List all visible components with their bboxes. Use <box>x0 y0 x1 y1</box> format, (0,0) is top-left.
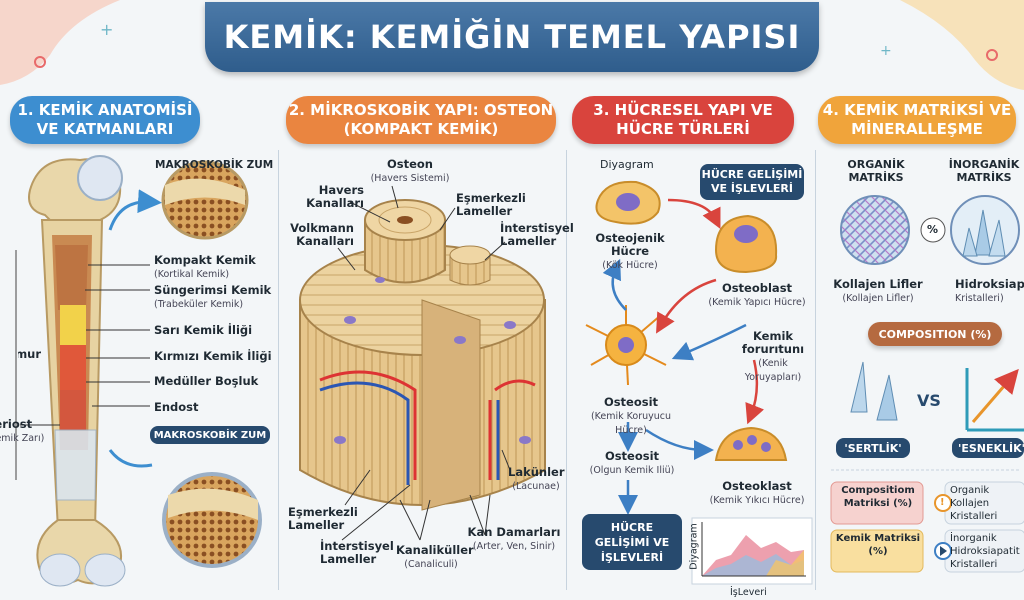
right-box-2: İnorganik Hidroksiapatit Kristalleri <box>950 533 1020 570</box>
esneklik-badge: 'ESNEKLİK' <box>952 438 1024 458</box>
osteosit-label-2: Osteosit(Olgun Kemik Iliü) <box>589 449 675 477</box>
corner-decoration-left: + <box>0 0 120 85</box>
periost-label: Periost(Kemik Zarı) <box>0 417 45 445</box>
bang-icon: ! <box>940 497 945 508</box>
layer-spongy: Süngerimsi Kemik(Trabeküler Kemik) <box>154 283 272 311</box>
kemik-forurıtunı-label: Kemik forurıtunı(Kenik Yoruyapları) <box>741 329 805 384</box>
layer-medullary: Medüller Boşluk <box>154 374 259 388</box>
section-4-header: 4. KEMİK MATRİKSİ VE MİNERALLEŞME <box>818 96 1016 144</box>
diyagram-label: Diyagram <box>600 158 654 171</box>
osteoklast-label: Osteoklast(Kemik Yıkıcı Hücre) <box>709 479 805 507</box>
layer-compact: Kompakt Kemik(Kortikal Kemik) <box>154 253 256 281</box>
zoom-bottom-label: MAKROSKOBİK ZUM <box>150 426 270 444</box>
section-1-header: 1. KEMİK ANATOMİSİ VE KATMANLARI <box>10 96 200 144</box>
kanalikuller-label: Kanaliküller(Canaliculi) <box>396 543 474 571</box>
kan-damarlari-label: Kan Damarları(Arter, Ven, Sinir) <box>467 525 561 553</box>
esmerkezli-top-label: Eşmerkezli Lameller <box>456 191 526 218</box>
zoom-top-label: MAKROSKOBİK ZUM <box>155 159 274 171</box>
matrix-box-2: Kemik Matriksi (%) <box>835 533 921 557</box>
matrix-illustration <box>830 195 1024 573</box>
layer-red-marrow: Kırmızı Kemik İliği <box>154 349 272 363</box>
esmerkezli-bottom-label: Eşmerkezli Lameller <box>288 505 358 532</box>
interstisyel-top-label: İnterstisyel Lameller <box>500 221 574 248</box>
layer-endost: Endost <box>154 400 199 414</box>
cell-functions-box-top[interactable]: HÜCRE GELİŞİMİ VE İŞLEVLERİ <box>700 164 804 200</box>
composition-pill: COMPOSITION (%) <box>868 322 1002 346</box>
osteosit-label-1: Osteosit(Kemik Koruyucu Hücre) <box>590 395 672 437</box>
right-box-1: Organik Kollajen Kristalleri <box>950 485 998 522</box>
page-title: KEMİK: KEMİĞİN TEMEL YAPISI <box>223 18 801 56</box>
section-3-header: 3. HÜCRESEL YAPI VE HÜCRE TÜRLERİ <box>572 96 794 144</box>
volkmann-label: Volkmann Kanalları <box>290 221 354 248</box>
interstisyel-bottom-label: İnterstisyel Lameller <box>320 539 394 566</box>
divider-2 <box>566 150 567 590</box>
osteojenik-label: Osteojenik Hücre(Kök Hücre) <box>595 231 665 272</box>
kollajen-label: Kollajen Lifler(Kollajen Lifler) <box>833 277 923 305</box>
divider-3 <box>815 150 816 590</box>
inorganik-label: İNORGANİK MATRİKS <box>948 158 1020 184</box>
matrix-box-1: Compositiom Matriksi (%) <box>841 485 915 509</box>
sertlik-badge: 'SERTLİK' <box>836 438 910 458</box>
organik-label: ORGANİK MATRİKS <box>847 158 905 184</box>
vs-label: VS <box>917 391 941 410</box>
corner-decoration-right: + <box>880 0 1024 90</box>
cell-diagram <box>585 180 813 585</box>
femur-illustration <box>15 155 262 587</box>
osteon-illustration <box>299 185 546 541</box>
svg-text:+: + <box>880 43 892 59</box>
cell-functions-box-bottom[interactable]: HÜCRE GELİŞİMİ VE İŞLEVLERİ <box>582 514 682 570</box>
percent-icon: % <box>927 223 939 236</box>
divider-1 <box>278 150 279 590</box>
svg-text:+: + <box>100 20 113 39</box>
femur-label: Femur <box>0 347 42 361</box>
havers-label: Havers Kanalları <box>306 183 364 210</box>
layer-yellow-marrow: Sarı Kemik İliği <box>154 323 253 337</box>
chart-y-label: Diyagram <box>688 523 700 570</box>
title-banner: KEMİK: KEMİĞİN TEMEL YAPISI <box>205 2 819 72</box>
chart-x-label: İşLeveri <box>730 587 767 598</box>
lakunler-label: Lakünler(Lacunae) <box>508 465 565 493</box>
osteoblast-label: Osteoblast(Kemik Yapıcı Hücre) <box>708 281 806 309</box>
osteon-label: Osteon(Havers Sistemi) <box>370 157 450 185</box>
section-2-header: 2. MİKROSKOBİK YAPI: OSTEON (KOMPAKT KEM… <box>286 96 556 144</box>
